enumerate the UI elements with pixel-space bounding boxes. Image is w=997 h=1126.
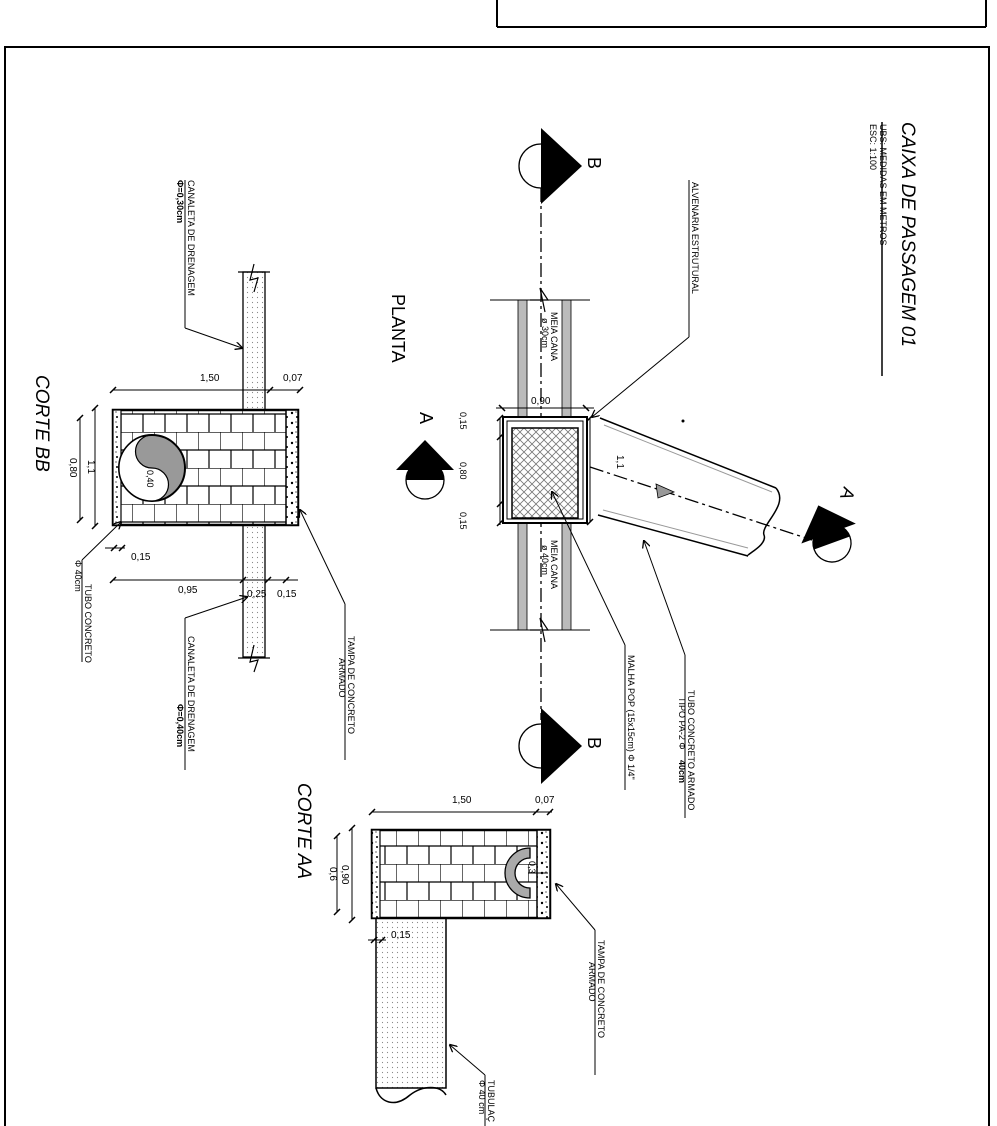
bb-tampa-label-1: TAMPA DE CONCRETO bbox=[346, 636, 356, 734]
plan-alvenaria-label: ALVENARIA ESTRUTURAL bbox=[690, 182, 700, 294]
plan-tubo-label-1: TUBO CONCRETO ARMADO bbox=[686, 690, 696, 810]
inclined-pipe bbox=[597, 417, 781, 557]
bb-dim-040: 0,40 bbox=[145, 470, 155, 488]
aa-tubulacao-label: TUBULAÇ bbox=[486, 1080, 496, 1123]
section-label-a-right: A bbox=[836, 485, 859, 503]
sheet-border bbox=[4, 46, 990, 1126]
bb-dim-11: 1,1 bbox=[85, 460, 96, 474]
aa-tampa-label-1: TAMPA DE CONCRETO bbox=[596, 940, 606, 1038]
section-marker-b-bottom: B bbox=[518, 708, 604, 784]
plan-tubo-label-3: 40cm bbox=[677, 760, 687, 783]
plan-view: B B A A bbox=[388, 128, 859, 818]
pipe-bottom-right bbox=[561, 521, 572, 631]
section-marker-b-top: B bbox=[518, 128, 604, 204]
section-marker-a-left: A bbox=[396, 412, 454, 500]
aa-box bbox=[370, 828, 552, 920]
pipe-bottom-left bbox=[517, 521, 528, 631]
drawing-title: CAIXA DE PASSAGEM 01 UBS: MEDIDAS EM MET… bbox=[868, 122, 918, 376]
aa-dim-090: 0,90 bbox=[339, 865, 350, 885]
bb-canaleta-bottom-diameter: Φ=0,40cm bbox=[175, 704, 185, 747]
plan-tubo-label-2: TIPO PA-2 Φ bbox=[677, 697, 687, 750]
aa-base bbox=[371, 829, 381, 919]
bb-drain-pipe-top bbox=[242, 271, 266, 413]
plan-meia-cana-top: MEIA CANA bbox=[549, 312, 559, 361]
bb-dim-080: 0,80 bbox=[67, 458, 78, 478]
plan-dim-11: 1,1 bbox=[614, 455, 625, 469]
section-marker-a-right bbox=[801, 505, 856, 563]
title-text: CAIXA DE PASSAGEM 01 bbox=[897, 122, 918, 347]
aa-tubulacao-diameter: Φ 40 cm bbox=[477, 1080, 487, 1114]
plan-dim-090: 0,90 bbox=[531, 396, 551, 407]
axis-a bbox=[589, 466, 813, 541]
bb-pipe-circle bbox=[118, 434, 186, 502]
section-label-b-bottom: B bbox=[584, 737, 604, 749]
title-subtitle-scale: ESC: 1:100 bbox=[868, 124, 878, 170]
section-bb: 0,40 1,50 0,07 1,1 0,80 0,15 0,95 0,25 0… bbox=[31, 180, 356, 770]
aa-tampa-label-2: ARMADO bbox=[587, 962, 597, 1002]
title-block-frame bbox=[496, 0, 987, 28]
plan-mesh bbox=[511, 427, 579, 519]
section-label-b-top: B bbox=[584, 157, 604, 169]
plan-meia-cana-bottom: MEIA CANA bbox=[549, 540, 559, 589]
pipe-top-right bbox=[561, 299, 572, 421]
bb-canaleta-bottom-label: CANALETA DE DRENAGEM bbox=[186, 636, 196, 752]
bb-lid bbox=[285, 409, 299, 526]
aa-dim-015: 0,15 bbox=[391, 930, 411, 941]
pipe-top-left bbox=[517, 299, 528, 421]
aa-dim-007: 0,07 bbox=[535, 795, 555, 806]
bb-tubo-diameter: Φ 40cm bbox=[73, 560, 83, 592]
bb-canaleta-top-label: CANALETA DE DRENAGEM bbox=[186, 180, 196, 296]
bb-dim-007: 0,07 bbox=[283, 373, 303, 384]
bb-canaleta-top-diameter: Φ=0,30cm bbox=[175, 180, 185, 223]
aa-dim-03: 0,3 bbox=[527, 861, 537, 874]
bb-dim-015b: 0,15 bbox=[277, 589, 297, 600]
bb-view-title: CORTE BB bbox=[31, 375, 52, 472]
plan-meia-cana-bottom-diameter: ø 40cm bbox=[540, 545, 550, 575]
aa-half-pipe bbox=[504, 847, 548, 899]
plan-dim-015b: 0,15 bbox=[458, 512, 468, 530]
plan-dim-015a: 0,15 bbox=[458, 412, 468, 430]
bb-dim-095: 0,95 bbox=[178, 585, 198, 596]
title-subtitle-units: UBS: MEDIDAS EM METROS bbox=[878, 124, 888, 246]
bb-tampa-label-2: ARMADO bbox=[337, 658, 347, 698]
plan-dim-080: 0,80 bbox=[458, 462, 468, 480]
bb-dim-150: 1,50 bbox=[200, 373, 220, 384]
plan-meia-cana-top-diameter: ø 30cm bbox=[540, 318, 550, 348]
bb-tubo-label: TUBO CONCRETO bbox=[83, 584, 93, 663]
section-label-a-left: A bbox=[416, 412, 436, 424]
bb-dim-025: 0,25 bbox=[247, 589, 267, 600]
plan-view-title: PLANTA bbox=[388, 294, 408, 363]
aa-pipe bbox=[375, 917, 447, 1089]
aa-lid bbox=[536, 829, 551, 919]
plan-box-inner-wall bbox=[506, 420, 584, 520]
bb-dim-015: 0,15 bbox=[131, 552, 151, 563]
aa-dim-150: 1,50 bbox=[452, 795, 472, 806]
section-aa: 0,3 1,50 0,07 0,90 0,6 0,15 TAMPA DE CON… bbox=[293, 783, 606, 1126]
plan-malha-label: MALHA POP (15x15cm) Φ 1/4" bbox=[626, 655, 636, 780]
aa-view-title: CORTE AA bbox=[293, 783, 314, 879]
aa-dim-06: 0,6 bbox=[327, 867, 338, 881]
